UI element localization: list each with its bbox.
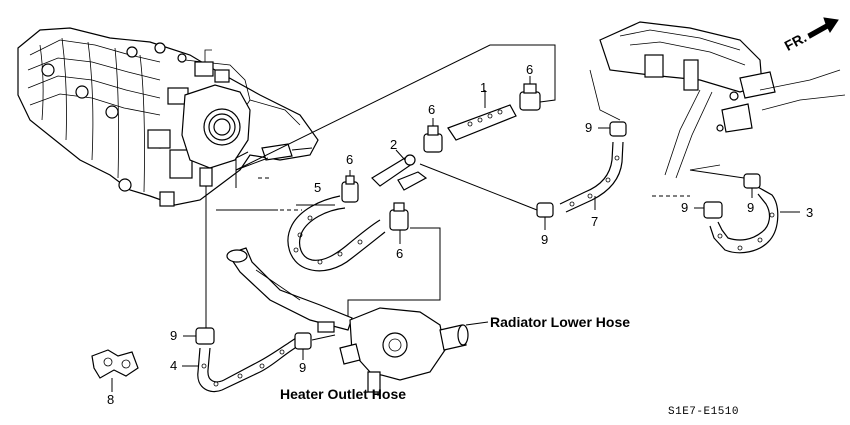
clamp-6-b (389, 202, 409, 244)
callout-9-b: 9 (299, 360, 306, 375)
svg-text:FR.: FR. (782, 29, 809, 54)
callout-9-c: 9 (585, 120, 592, 135)
intake-manifold (17, 27, 319, 206)
connector-pipe-2 (371, 149, 428, 191)
callout-1: 1 (480, 80, 487, 95)
hose-1 (447, 90, 517, 141)
callout-6-c: 6 (526, 62, 533, 77)
callout-9-d: 9 (541, 232, 548, 247)
callout-5: 5 (314, 180, 321, 195)
callout-6-a: 6 (346, 152, 353, 167)
clamp-9-f (652, 195, 723, 219)
hose-4 (182, 210, 299, 393)
clamp-6-d (519, 76, 541, 111)
thermostat-housing (317, 307, 489, 396)
clamp-6-a (341, 170, 359, 203)
callout-6-b: 6 (428, 102, 435, 117)
front-direction-arrow-icon: FR. (782, 17, 839, 54)
callout-8: 8 (107, 392, 114, 407)
engine-block-right (589, 21, 846, 179)
clamp-9-d (419, 163, 554, 230)
throttle-body (147, 49, 313, 212)
callout-9-f: 9 (747, 200, 754, 215)
clamp-9-a (183, 327, 215, 345)
callout-2: 2 (390, 137, 397, 152)
callout-7: 7 (591, 214, 598, 229)
callout-numbers: 1 2 3 4 5 6 6 6 6 7 8 9 9 9 9 9 9 (107, 62, 813, 407)
callout-3: 3 (806, 205, 813, 220)
callout-4: 4 (170, 358, 177, 373)
clamp-9-e (689, 169, 761, 198)
heater-outlet-hose-label: Heater Outlet Hose (280, 386, 406, 402)
clamp-8 (91, 349, 139, 392)
diagram-code: S1E7-E1510 (668, 406, 739, 418)
callout-9-e: 9 (681, 200, 688, 215)
clamp-9-c (598, 121, 627, 137)
radiator-lower-hose-label: Radiator Lower Hose (490, 314, 630, 330)
callout-9-a: 9 (170, 328, 177, 343)
hose-5 (287, 195, 386, 272)
clamp-6-c (423, 118, 443, 153)
callout-6-d: 6 (396, 246, 403, 261)
water-outlet-pipe (226, 247, 353, 331)
clamp-9-b (294, 332, 336, 360)
hose-7 (559, 141, 624, 213)
hose-3 (709, 185, 800, 254)
leader-lines-left (216, 44, 556, 330)
